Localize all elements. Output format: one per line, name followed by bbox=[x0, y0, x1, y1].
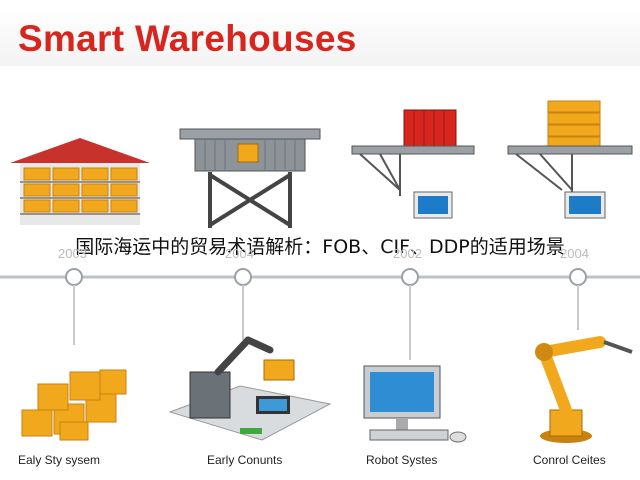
stacked-boxes-icon bbox=[21, 369, 127, 441]
title-band bbox=[0, 6, 640, 66]
year-label: 2004 bbox=[560, 246, 589, 261]
caption-robot-systems: Robot Systes bbox=[366, 453, 438, 467]
overlay-caption: 国际海运中的贸易术语解析：FOB、CIF、DDP的适用场景 bbox=[75, 236, 565, 258]
pallet-crane-icon bbox=[507, 100, 633, 219]
year-label: 2004 bbox=[225, 246, 254, 261]
caption-early-storage: Ealy Sty sysem bbox=[18, 453, 101, 467]
timeline-node-1 bbox=[65, 268, 83, 286]
caption-control-centers: Conrol Ceites bbox=[533, 453, 606, 467]
computer-workstation-icon bbox=[363, 365, 467, 443]
timeline-node-2 bbox=[234, 268, 252, 286]
container-crane-icon bbox=[351, 109, 475, 219]
timeline-node-4 bbox=[569, 268, 587, 286]
caption-early-conunts: Early Conunts bbox=[207, 453, 283, 467]
page-title: Smart Warehouses bbox=[18, 18, 357, 59]
timeline-node-3 bbox=[401, 268, 419, 286]
warehouse-shelf-icon bbox=[10, 138, 150, 225]
robot-arm-station-icon bbox=[168, 336, 332, 441]
year-label: 2002 bbox=[393, 246, 422, 261]
year-label: 2003 bbox=[58, 246, 87, 261]
gantry-crane-icon bbox=[179, 128, 321, 228]
industrial-robot-arm-icon bbox=[535, 336, 633, 443]
